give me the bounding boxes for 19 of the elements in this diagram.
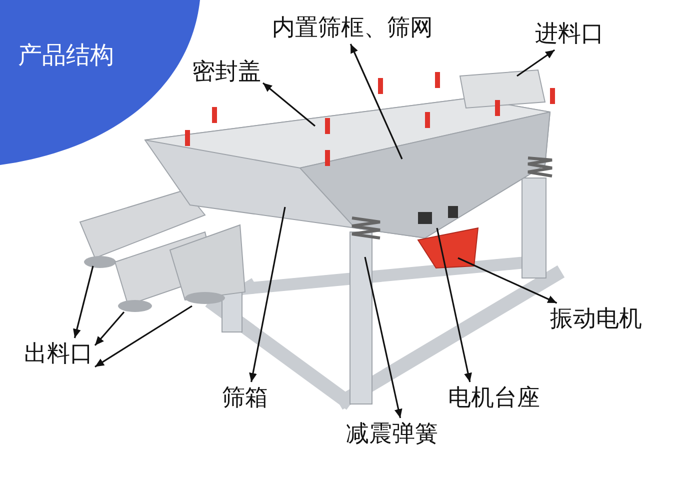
leader-line <box>436 228 472 382</box>
leader-line <box>458 257 558 304</box>
part-label: 出料口 <box>24 340 93 368</box>
part-label: 筛箱 <box>222 384 268 412</box>
part-label: 减震弹簧 <box>346 420 438 448</box>
part-label: 振动电机 <box>550 305 642 333</box>
leader-line <box>350 44 403 160</box>
leader-line <box>364 256 402 418</box>
leader-line <box>249 206 286 382</box>
part-label: 内置筛框、筛网 <box>272 14 433 42</box>
leader-line <box>262 82 316 127</box>
leader-line <box>94 305 192 368</box>
leader-line <box>73 266 94 338</box>
title: 产品结构 <box>18 40 114 70</box>
part-label: 进料口 <box>535 20 604 48</box>
leader-line <box>94 311 125 346</box>
part-label: 电机台座 <box>448 384 540 412</box>
part-label: 密封盖 <box>192 58 261 86</box>
leader-line <box>516 49 556 77</box>
